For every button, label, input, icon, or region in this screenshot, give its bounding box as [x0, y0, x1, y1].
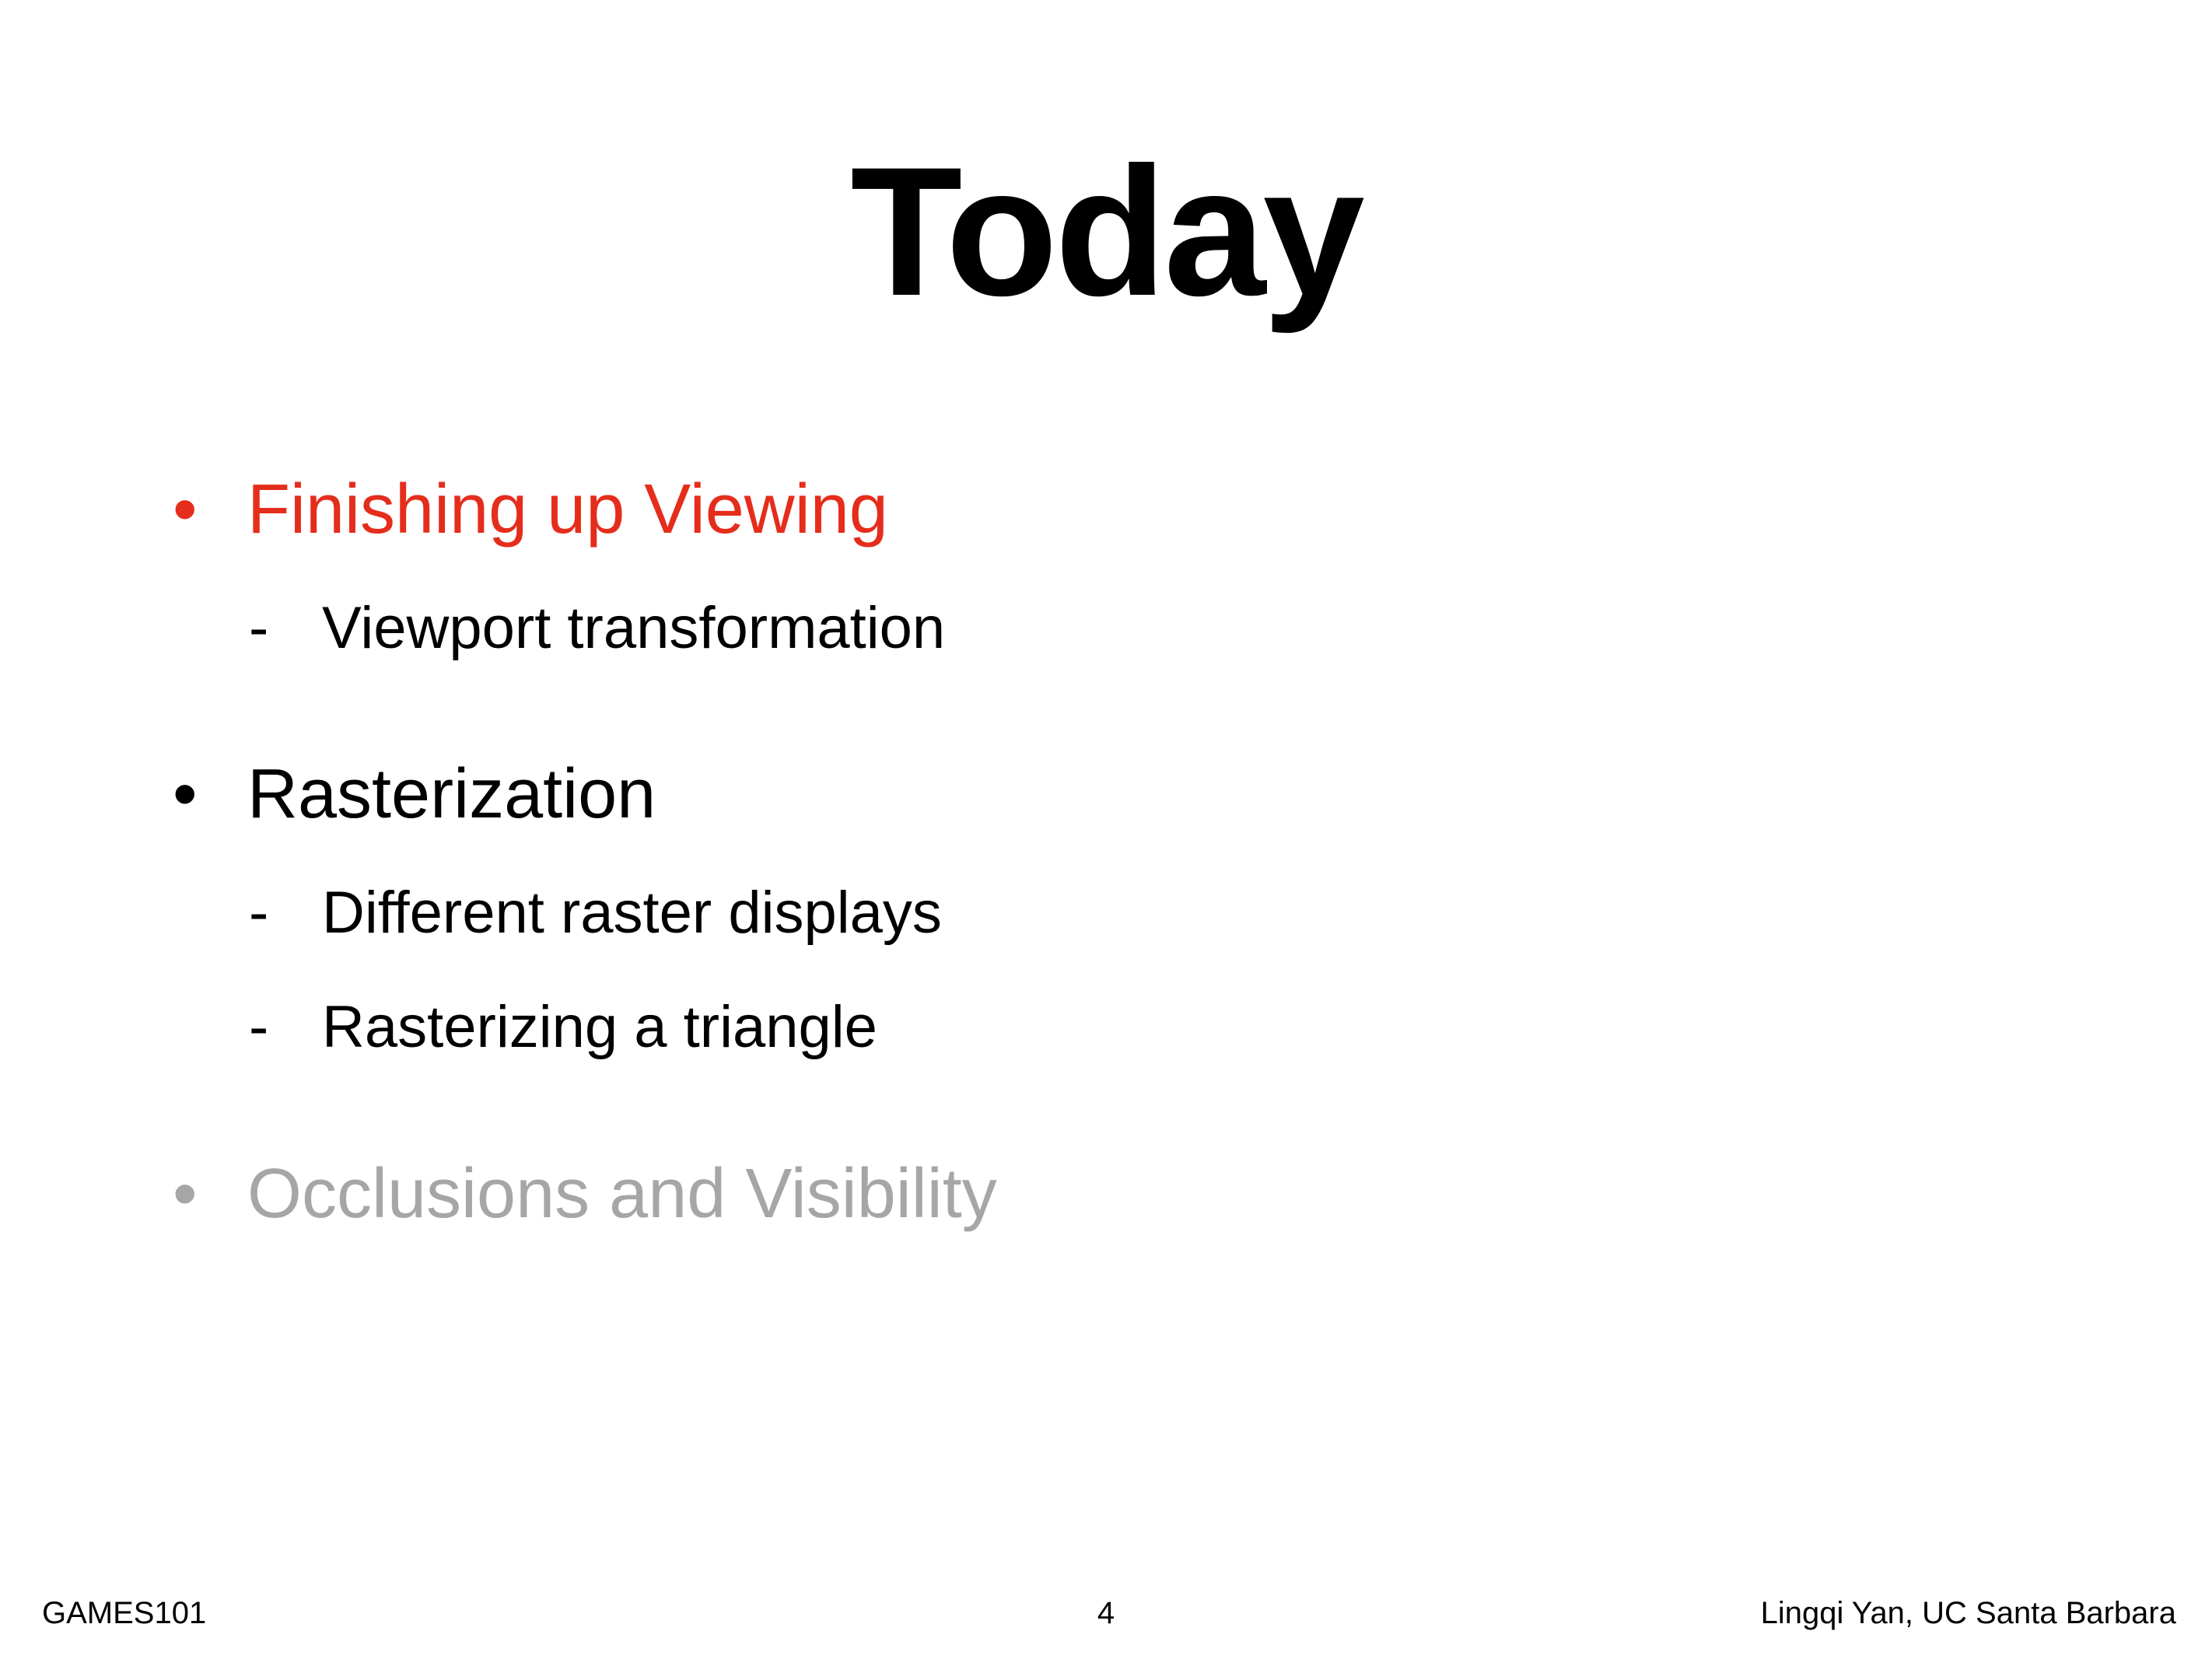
bullet-marker: •: [173, 471, 198, 548]
dash-marker: -: [249, 880, 269, 946]
footer-author: Lingqi Yan, UC Santa Barbara: [1760, 1596, 2176, 1630]
dash-marker: -: [249, 595, 269, 661]
footer-course-name: GAMES101: [42, 1596, 207, 1630]
bullet-marker: •: [173, 1155, 198, 1233]
sub-item-text: Rasterizing a triangle: [322, 994, 877, 1060]
slide-title: Today: [850, 129, 1364, 334]
sub-item-text: Different raster displays: [322, 880, 942, 946]
bullet-text: Finishing up Viewing: [247, 471, 888, 548]
sub-item-text: Viewport transformation: [322, 595, 946, 661]
footer-page-number: 4: [1097, 1596, 1115, 1630]
bullet-marker: •: [173, 755, 198, 833]
bullet-text: Occlusions and Visibility: [247, 1155, 997, 1233]
bullet-text: Rasterization: [247, 755, 656, 833]
dash-marker: -: [249, 994, 269, 1060]
